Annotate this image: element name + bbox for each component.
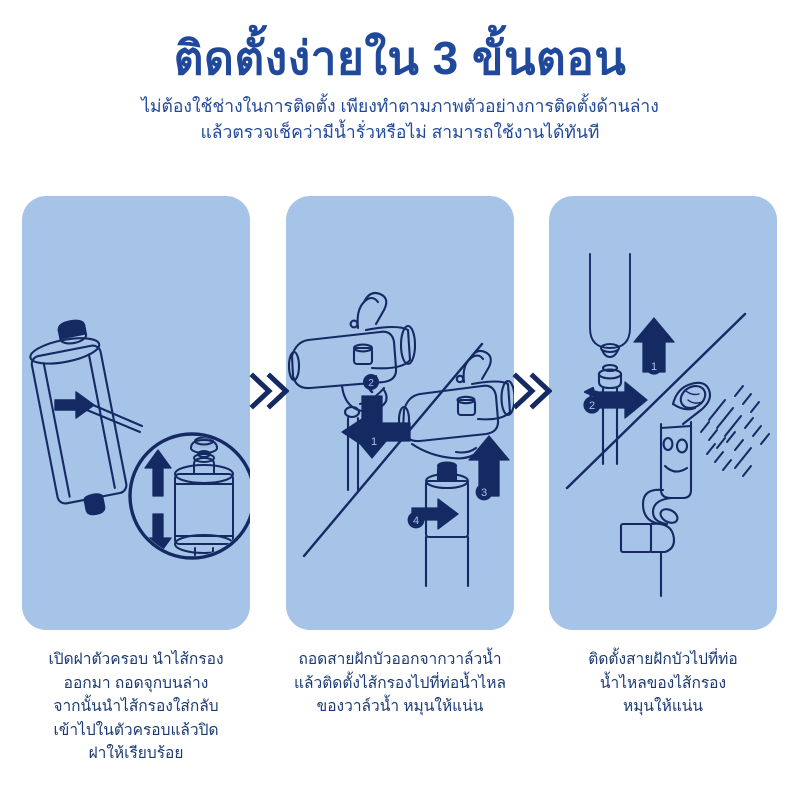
svg-text:2: 2 bbox=[589, 400, 595, 412]
captions-row: เปิดฝาตัวครอบ นำไส้กรอง ออกมา ถอดจุกบนล่… bbox=[0, 648, 800, 793]
step-badge-1: 1 bbox=[365, 432, 383, 450]
shower-head-illustration: 1 2 bbox=[565, 253, 770, 598]
double-chevron-right-icon bbox=[249, 372, 289, 410]
step-badge-group: 1 2 3 4 bbox=[363, 374, 493, 529]
caption-line: ติดตั้งสายฝักบัวไปที่ท่อ bbox=[588, 651, 738, 668]
faucet-valve-illustration: 1 2 3 4 bbox=[287, 291, 514, 588]
caption-line: จากนั้นนำไส้กรองใส่กลับ bbox=[53, 698, 219, 716]
step-badge-4: 4 bbox=[407, 511, 425, 529]
subtitle-line-1: ไม่ต้องใช้ช่างในการติดตั้ง เพียงทำตามภาพ… bbox=[141, 95, 659, 116]
filter-housing-illustration bbox=[29, 319, 250, 560]
step-panel-3: 1 2 bbox=[549, 196, 777, 630]
caption-line: ฝาให้เรียบร้อย bbox=[88, 745, 184, 763]
svg-text:1: 1 bbox=[651, 361, 657, 373]
svg-text:1: 1 bbox=[371, 436, 377, 448]
steps-panel-row: 1 2 3 4 bbox=[0, 196, 800, 632]
step-badge-3: 3 bbox=[475, 483, 493, 501]
caption-line: น้ำไหลของไส้กรอง bbox=[599, 674, 727, 692]
double-chevron-right-icon bbox=[512, 372, 552, 410]
caption-line: ของวาล์วน้ำ หมุนให้แน่น bbox=[316, 698, 484, 716]
step-badge-2: 2 bbox=[583, 396, 601, 414]
step-badge-2: 2 bbox=[363, 374, 379, 390]
step-badge-group: 1 2 bbox=[583, 357, 663, 414]
caption-line: เปิดฝาตัวครอบ นำไส้กรอง bbox=[48, 651, 224, 668]
water-spray bbox=[700, 385, 770, 477]
chevron-separator-1 bbox=[249, 368, 289, 414]
svg-text:4: 4 bbox=[413, 515, 419, 527]
page-title: ติดตั้งง่ายใน 3 ขั้นตอน bbox=[173, 32, 627, 84]
chevron-separator-2 bbox=[512, 368, 552, 414]
svg-text:2: 2 bbox=[368, 378, 374, 389]
step-panel-1 bbox=[22, 196, 250, 630]
header: ติดตั้งง่ายใน 3 ขั้นตอน ไม่ต้องใช้ช่างใน… bbox=[0, 0, 800, 145]
step-panel-2: 1 2 3 4 bbox=[286, 196, 514, 630]
step-badge-1: 1 bbox=[645, 357, 663, 375]
step-caption-2: ถอดสายฝักบัวออกจากวาล์วน้ำ แล้วติดตั้งไส… bbox=[275, 648, 525, 719]
step-caption-1: เปิดฝาตัวครอบ นำไส้กรอง ออกมา ถอดจุกบนล่… bbox=[11, 648, 261, 766]
page-subtitle: ไม่ต้องใช้ช่างในการติดตั้ง เพียงทำตามภาพ… bbox=[100, 93, 700, 146]
caption-line: เข้าไปในตัวครอบแล้วปิด bbox=[53, 721, 219, 739]
step-caption-3: ติดตั้งสายฝักบัวไปที่ท่อ น้ำไหลของไส้กรอ… bbox=[538, 648, 788, 719]
caption-line: หมุนให้แน่น bbox=[623, 698, 703, 716]
caption-line: ออกมา ถอดจุกบนล่าง bbox=[63, 674, 209, 692]
subtitle-line-2: แล้วตรวจเช็คว่ามีน้ำรั่วหรือไม่ สามารถใช… bbox=[200, 122, 600, 142]
svg-text:3: 3 bbox=[481, 487, 487, 499]
caption-line: แล้วติดตั้งไส้กรองไปที่ท่อน้ำไหล bbox=[294, 674, 506, 692]
caption-line: ถอดสายฝักบัวออกจากวาล์วน้ำ bbox=[298, 651, 502, 668]
